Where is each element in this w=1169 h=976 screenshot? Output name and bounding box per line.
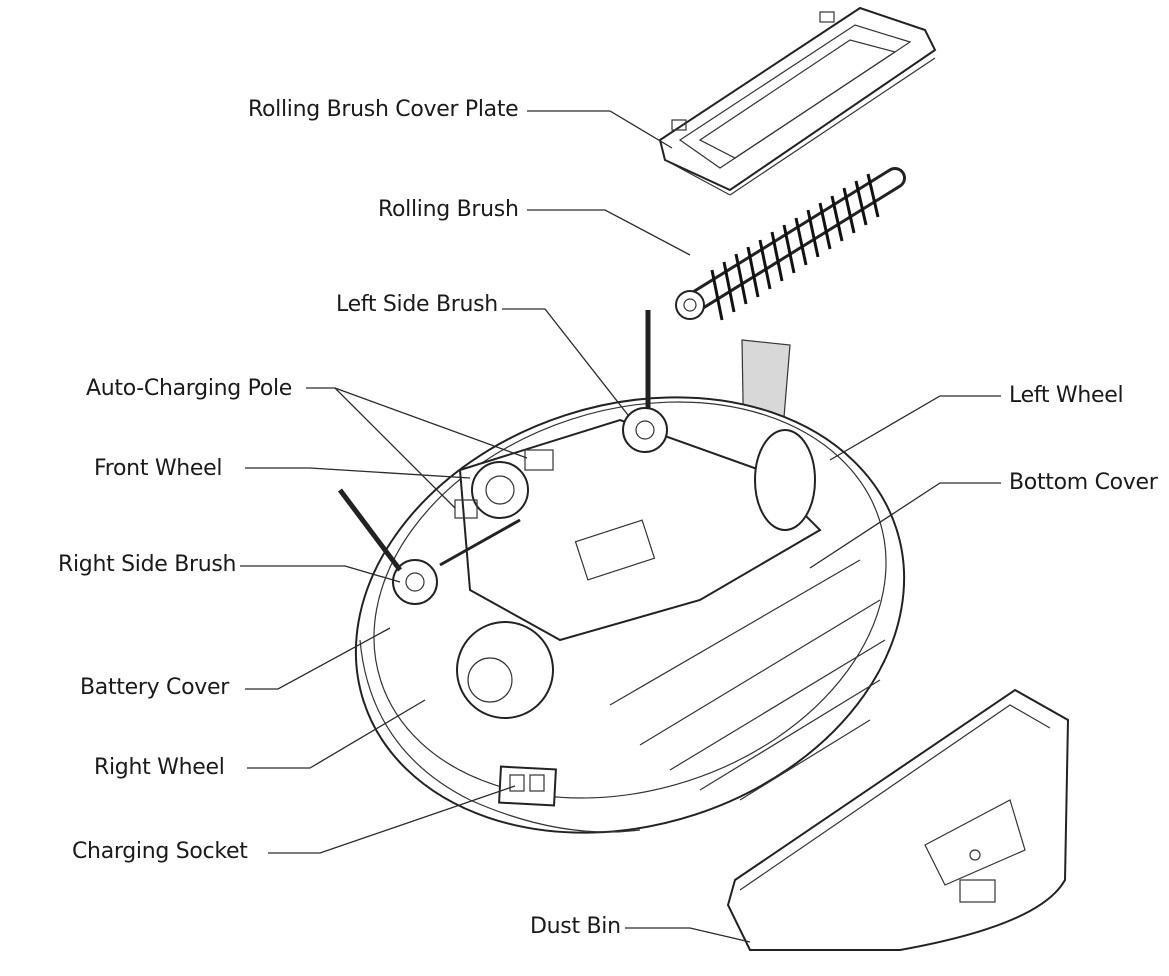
label-right-wheel: Right Wheel <box>94 755 225 780</box>
leader-rolling-brush-cover-plate <box>527 110 673 149</box>
leader-bottom-cover <box>809 482 1001 569</box>
rolling-brush-part <box>675 167 906 321</box>
leader-right-wheel <box>247 699 426 769</box>
leader-front-wheel <box>245 467 471 479</box>
label-rolling-brush-cover-plate: Rolling Brush Cover Plate <box>248 97 519 122</box>
label-dust-bin: Dust Bin <box>530 914 621 939</box>
leader-battery-cover <box>245 627 391 690</box>
leader-rolling-brush <box>527 209 691 256</box>
label-rolling-brush: Rolling Brush <box>378 197 519 222</box>
label-auto-charging-pole: Auto-Charging Pole <box>86 376 293 401</box>
rolling-brush-cover-plate-part <box>658 6 937 196</box>
leader-charging-socket <box>268 785 516 854</box>
label-battery-cover: Battery Cover <box>80 675 229 700</box>
leader-left-side-brush <box>502 308 629 416</box>
leader-auto-charging-pole-1 <box>306 387 456 509</box>
label-left-side-brush: Left Side Brush <box>336 292 498 317</box>
label-charging-socket: Charging Socket <box>72 839 248 864</box>
robot-body-part <box>338 310 906 834</box>
label-right-side-brush: Right Side Brush <box>58 552 237 577</box>
leader-lines <box>240 110 1001 943</box>
leader-auto-charging-pole-2 <box>334 387 528 459</box>
leader-left-wheel <box>829 395 1001 461</box>
label-bottom-cover: Bottom Cover <box>1009 470 1158 495</box>
dust-bin-part <box>726 688 1070 951</box>
leader-right-side-brush <box>240 565 401 583</box>
leader-dust-bin <box>625 927 751 943</box>
label-front-wheel: Front Wheel <box>94 456 223 481</box>
label-left-wheel: Left Wheel <box>1009 383 1124 408</box>
